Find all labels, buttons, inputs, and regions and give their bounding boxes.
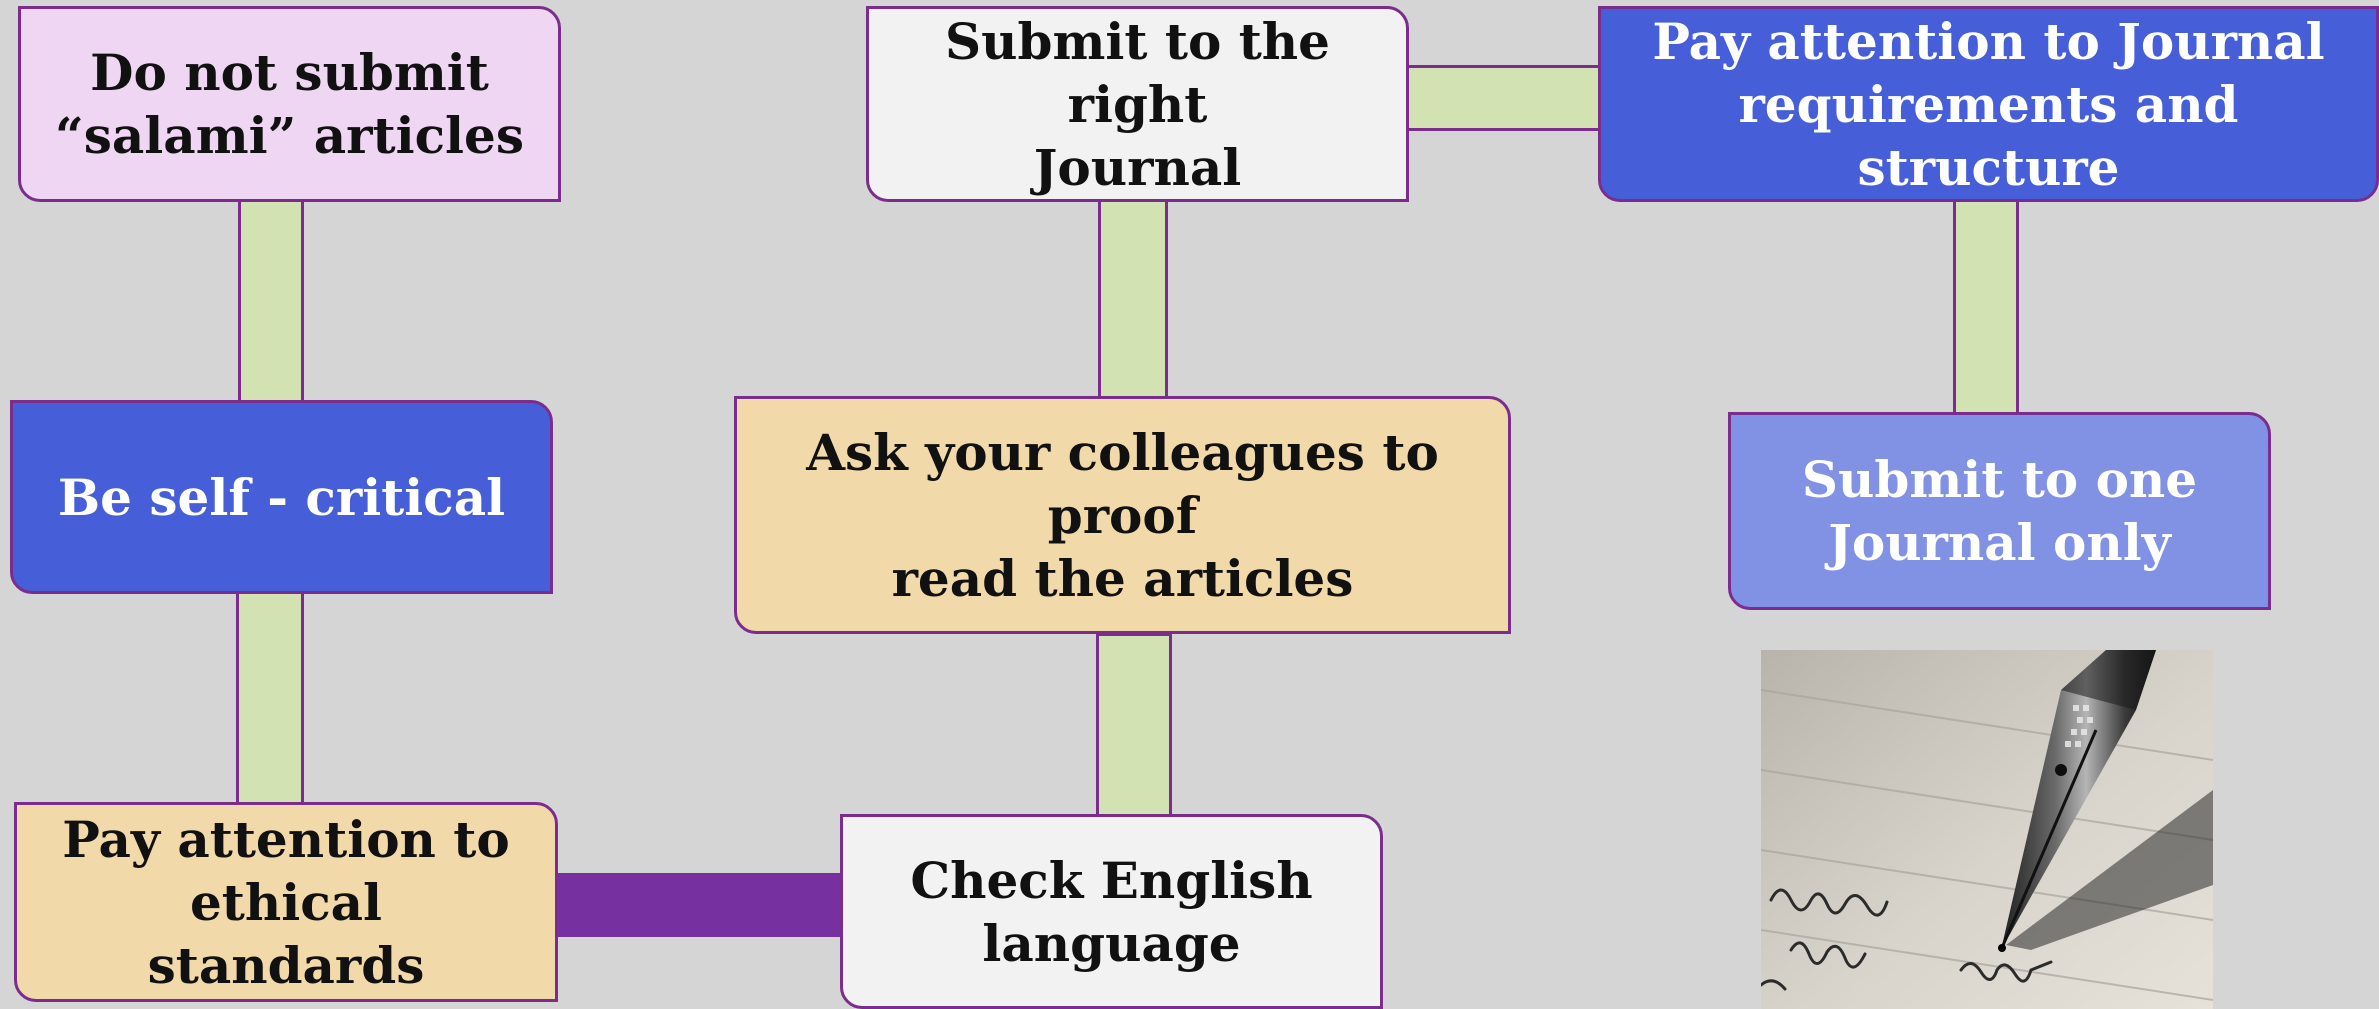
box-ethical-standards-label: Pay attention to ethical standards: [62, 809, 510, 995]
box-check-english-language: Check English language: [840, 814, 1383, 1009]
box-journal-requirements: Pay attention to Journal requirements an…: [1598, 6, 2379, 202]
box-submit-to-one-journal-label: Submit to one Journal only: [1801, 450, 2198, 572]
connector-ethical-to-english: [552, 873, 844, 937]
connector-salami-to-self-critical: [238, 198, 304, 410]
box-do-not-submit-salami: Do not submit “salami” articles: [18, 6, 561, 202]
box-ask-colleagues-proofread-label: Ask your colleagues to proof read the ar…: [806, 422, 1439, 608]
box-check-english-language-label: Check English language: [910, 850, 1313, 973]
connector-colleagues-to-right-journal: [1098, 198, 1168, 404]
box-do-not-submit-salami-label: Do not submit “salami” articles: [55, 43, 524, 165]
connector-right-journal-to-requirements: [1400, 65, 1606, 131]
connector-requirements-to-one-journal: [1953, 198, 2019, 416]
box-ethical-standards: Pay attention to ethical standards: [14, 802, 558, 1002]
box-be-self-critical: Be self - critical: [10, 400, 553, 594]
fountain-pen-icon: [1761, 650, 2213, 1009]
connector-english-to-colleagues: [1096, 633, 1172, 823]
box-ask-colleagues-proofread: Ask your colleagues to proof read the ar…: [734, 396, 1511, 634]
box-journal-requirements-label: Pay attention to Journal requirements an…: [1652, 11, 2325, 197]
box-submit-to-one-journal: Submit to one Journal only: [1728, 412, 2271, 610]
connector-self-critical-to-ethical: [236, 590, 304, 810]
box-submit-to-right-journal-label: Submit to the right Journal: [945, 11, 1330, 197]
fountain-pen-photo: [1761, 650, 2213, 1009]
box-be-self-critical-label: Be self - critical: [57, 467, 506, 527]
box-submit-to-right-journal: Submit to the right Journal: [866, 6, 1409, 202]
